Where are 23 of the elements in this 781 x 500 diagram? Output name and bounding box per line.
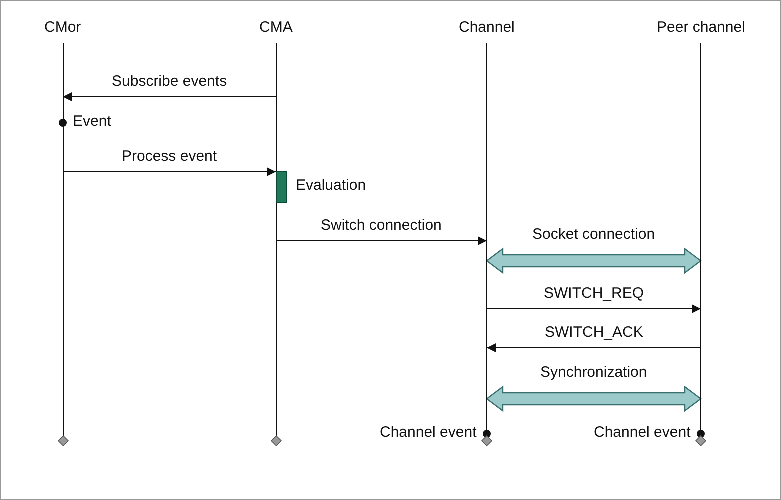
- double-arrow: [486, 248, 702, 274]
- double-arrow: [486, 386, 702, 412]
- event-label: Channel event: [380, 424, 477, 441]
- activation-label: Evaluation: [296, 177, 366, 194]
- message-arrow: [486, 304, 702, 314]
- lifeline-header: CMA: [260, 19, 293, 36]
- message-arrow: [62, 92, 276, 102]
- message-label: Synchronization: [540, 364, 648, 381]
- message-arrow: [62, 168, 276, 176]
- activation-bar: [276, 172, 286, 204]
- message-label: Process event: [122, 148, 218, 165]
- message-arrow: [276, 236, 488, 246]
- event-label: Event: [73, 113, 112, 130]
- lifeline-header: Channel: [459, 19, 515, 36]
- message-label: SWITCH_REQ: [544, 285, 644, 302]
- message-label: Subscribe events: [112, 73, 228, 90]
- event-label: Channel event: [594, 424, 691, 441]
- message-label: SWITCH_ACK: [545, 324, 644, 341]
- lifeline-header: CMor: [44, 19, 82, 36]
- message-label: Socket connection: [532, 226, 656, 243]
- message-label: Switch connection: [321, 217, 442, 234]
- lifeline-header: Peer channel: [657, 19, 746, 36]
- message-arrow: [486, 344, 702, 352]
